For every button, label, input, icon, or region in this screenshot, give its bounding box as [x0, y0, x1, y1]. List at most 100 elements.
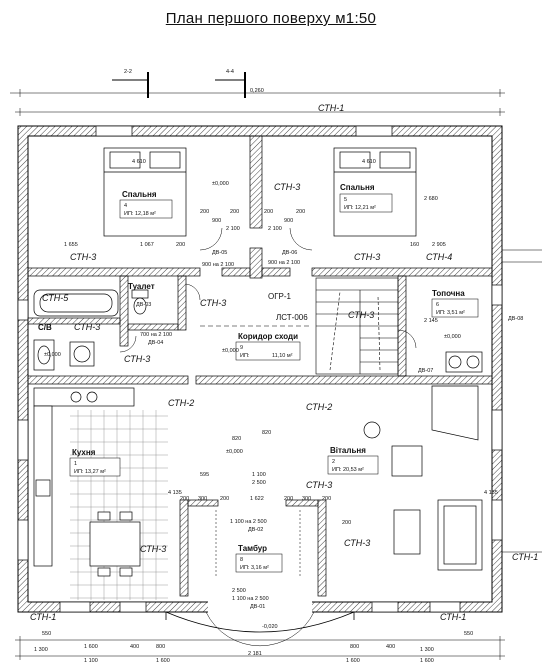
- wall-mark-2-mid: СТН-2: [306, 402, 332, 412]
- dim-1600b: 1 600: [156, 658, 170, 664]
- door-dv04-size: 700 на 2 100: [140, 332, 172, 338]
- dim-300b: 300: [302, 496, 311, 502]
- wall-mark-2-left: СТН-2: [168, 398, 194, 408]
- section-markers: 2-2 4-4: [112, 69, 246, 98]
- dim-2145: 2 145: [424, 318, 438, 324]
- dim-2500b: 2 500: [232, 588, 246, 594]
- dim-900b: 900: [284, 218, 293, 224]
- dim-1600c: 1 600: [346, 658, 360, 664]
- bathtub: [33, 289, 119, 317]
- top-level-mark: 0,260: [250, 88, 264, 94]
- bottom-dimensions: [15, 636, 505, 660]
- room-corridor-area: 11,10 м²: [272, 353, 293, 359]
- dim-200b: 200: [230, 209, 239, 215]
- dim-2905: 2 905: [432, 242, 446, 248]
- door-dv06-size: 900 на 2 100: [268, 260, 300, 266]
- dim-200h: 200: [284, 496, 293, 502]
- wall-mark-kitchen: СТН-3: [306, 480, 332, 490]
- dim-820b: 820: [262, 430, 271, 436]
- door-dv02-size: 1 100 на 2 500: [230, 519, 267, 525]
- door-dv07: ДВ-07: [418, 368, 433, 374]
- boiler-units: [445, 351, 483, 373]
- kitchen-floor-tiles: [70, 410, 168, 600]
- level-bed4: ±0,000: [212, 181, 229, 187]
- dim-550a: 550: [42, 631, 51, 637]
- door-dv05: ДВ-05: [212, 250, 227, 256]
- room-bed4-name: Спальня: [122, 190, 157, 199]
- room-kitchen-num: 1: [74, 461, 77, 467]
- dim-200f: 200: [180, 496, 189, 502]
- dim-bed4-w: 4 610: [132, 159, 146, 165]
- kitchen-counter: [33, 387, 135, 567]
- room-bath-name: С/В: [38, 323, 52, 332]
- dim-2500: 2 500: [252, 480, 266, 486]
- section-4-label: 4-4: [226, 69, 234, 75]
- dim-2100a: 2 100: [226, 226, 240, 232]
- wall-mark-bottom-right: СТН-1: [440, 612, 466, 622]
- dim-900a: 900: [212, 218, 221, 224]
- dim-200a: 200: [200, 209, 209, 215]
- dim-1655: 1 655: [64, 242, 78, 248]
- dim-1100: 1 100: [252, 472, 266, 478]
- room-bed4-area: ИП: 12,18 м²: [124, 211, 156, 217]
- outer-walls: [17, 125, 503, 614]
- room-living-area: ИП: 20,53 м²: [332, 467, 364, 473]
- level-corridor: ±0,000: [222, 348, 239, 354]
- dim-550b: 550: [464, 631, 473, 637]
- dim-595: 595: [200, 472, 209, 478]
- interior-walls: [27, 135, 493, 597]
- wall-mark-right: СТН-1: [512, 552, 538, 562]
- room-bed5-num: 5: [344, 197, 347, 203]
- wall-mark-bed-right: СТН-3: [354, 252, 380, 262]
- dim-160: 160: [410, 242, 419, 248]
- door-dv01-size: 1 100 на 2 500: [232, 596, 269, 602]
- room-living-num: 2: [332, 459, 335, 465]
- door-dv03: ДВ-03: [136, 302, 151, 308]
- dim-1622: 1 622: [250, 496, 264, 502]
- level-hall: ±0,000: [226, 449, 243, 455]
- room-boiler-name: Топочна: [432, 289, 465, 298]
- room-vestibule-num: 8: [240, 557, 243, 563]
- door-swings: [119, 227, 417, 647]
- dim-400a: 400: [130, 644, 139, 650]
- bed-room5: [333, 147, 417, 237]
- room-bed5-area: ИП: 12,21 м²: [344, 205, 376, 211]
- wall-mark-top: СТН-1: [318, 103, 344, 113]
- wall-mark-kitchen-table: СТН-3: [140, 544, 166, 554]
- dim-2100b: 2 100: [268, 226, 282, 232]
- wall-mark-corr: СТН-3: [200, 298, 226, 308]
- room-vestibule-area: ИП: 3,16 м²: [240, 565, 269, 571]
- wall-mark-wc: СТН-3: [74, 322, 100, 332]
- room-vestibule-name: Тамбур: [238, 544, 267, 553]
- room-kitchen-name: Кухня: [72, 448, 96, 457]
- dim-200j: 200: [342, 520, 351, 526]
- wall-mark-bed-left: СТН-3: [70, 252, 96, 262]
- door-dv06: ДВ-06: [282, 250, 297, 256]
- staircase: [315, 277, 399, 375]
- wall-mark-stair: СТН-3: [348, 310, 374, 320]
- door-dv08: ДВ-08: [508, 316, 523, 322]
- dim-1600a: 1 600: [84, 644, 98, 650]
- level-entry: -0,020: [262, 624, 278, 630]
- dim-bed5-w: 4 610: [362, 159, 376, 165]
- living-furniture: [363, 385, 483, 571]
- wall-mark-4: СТН-4: [426, 252, 452, 262]
- toilet: [131, 289, 149, 315]
- dim-1100b: 1 100: [84, 658, 98, 664]
- door-dv02: ДВ-02: [248, 527, 263, 533]
- dim-1300b: 1 300: [420, 647, 434, 653]
- right-exterior: [502, 249, 542, 553]
- dim-800b: 800: [350, 644, 359, 650]
- sink: [33, 339, 55, 371]
- dim-200g: 200: [220, 496, 229, 502]
- entrance-porch: [165, 611, 355, 633]
- door-dv05-size: 900 на 2 100: [202, 262, 234, 268]
- dim-bed-h: 2 680: [424, 196, 438, 202]
- dim-400b: 400: [386, 644, 395, 650]
- door-dv04: ДВ-04: [148, 340, 163, 346]
- dim-1300a: 1 300: [34, 647, 48, 653]
- dim-1600d: 1 600: [420, 658, 434, 664]
- dim-200i: 200: [322, 496, 331, 502]
- wall-mark-5: СТН-5: [42, 293, 69, 303]
